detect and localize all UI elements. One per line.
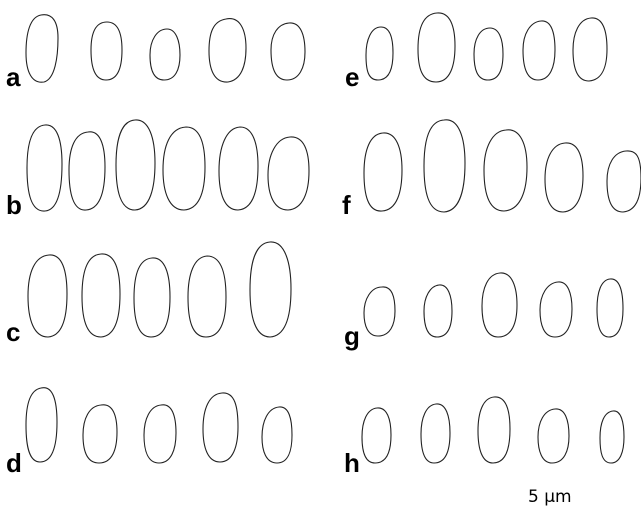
panel-e: e: [345, 12, 608, 92]
spore-outline: [261, 406, 293, 464]
spore-outline: [82, 404, 118, 464]
spore-outline: [26, 124, 63, 212]
panel-c: c: [6, 241, 292, 347]
spore-outline: [417, 12, 456, 83]
spore-outline: [539, 281, 573, 338]
spore-outline: [267, 136, 310, 211]
spore-outline: [572, 17, 608, 82]
panel-d: d: [6, 387, 293, 478]
panel-h: h: [344, 396, 625, 478]
spore-outline: [363, 286, 396, 337]
panel-b: b: [6, 119, 310, 220]
spore-outline: [481, 272, 518, 338]
spore-outline: [218, 126, 259, 211]
spore-outline: [522, 20, 556, 81]
panel-label-a: a: [6, 62, 21, 92]
spore-outline: [81, 253, 121, 338]
panel-g: g: [344, 272, 624, 351]
spore-outline: [208, 18, 247, 83]
spore-outline: [149, 28, 181, 81]
panel-label-e: e: [345, 62, 359, 92]
spore-outline: [143, 404, 177, 464]
spore-outline: [473, 27, 504, 81]
panel-label-g: g: [344, 321, 360, 351]
spore-outline: [420, 403, 451, 464]
spore-outline: [202, 392, 239, 463]
spore-outline: [365, 26, 394, 81]
spore-outline: [483, 129, 528, 212]
spore-outline: [25, 387, 58, 463]
panel-f: f: [342, 119, 641, 220]
spore-outline: [25, 14, 59, 83]
spore-outline: [133, 257, 171, 338]
spore-outline: [115, 119, 156, 211]
spore-outline: [363, 132, 403, 212]
spore-outline: [68, 131, 106, 211]
spore-outline: [90, 21, 123, 81]
spore-outline: [361, 407, 392, 464]
spore-outline: [162, 126, 206, 211]
spore-outline: [187, 255, 227, 338]
spore-outline: [477, 396, 511, 464]
panel-label-c: c: [6, 317, 20, 347]
panel-label-h: h: [344, 448, 360, 478]
spore-outline: [423, 119, 466, 213]
spore-outline: [270, 22, 306, 81]
scale-bar-label: 5 µm: [528, 487, 572, 507]
panel-label-d: d: [6, 448, 22, 478]
spore-outline: [537, 408, 570, 464]
spore-outline: [606, 150, 641, 213]
panel-label-f: f: [342, 190, 351, 220]
spore-outline: [599, 410, 625, 464]
spore-outline: [27, 254, 68, 338]
spore-outline: [544, 142, 584, 213]
spore-outline: [423, 284, 453, 338]
panel-label-b: b: [6, 190, 22, 220]
spore-outline: [249, 241, 292, 338]
spore-outline: [596, 278, 624, 338]
panel-a: a: [6, 14, 306, 92]
